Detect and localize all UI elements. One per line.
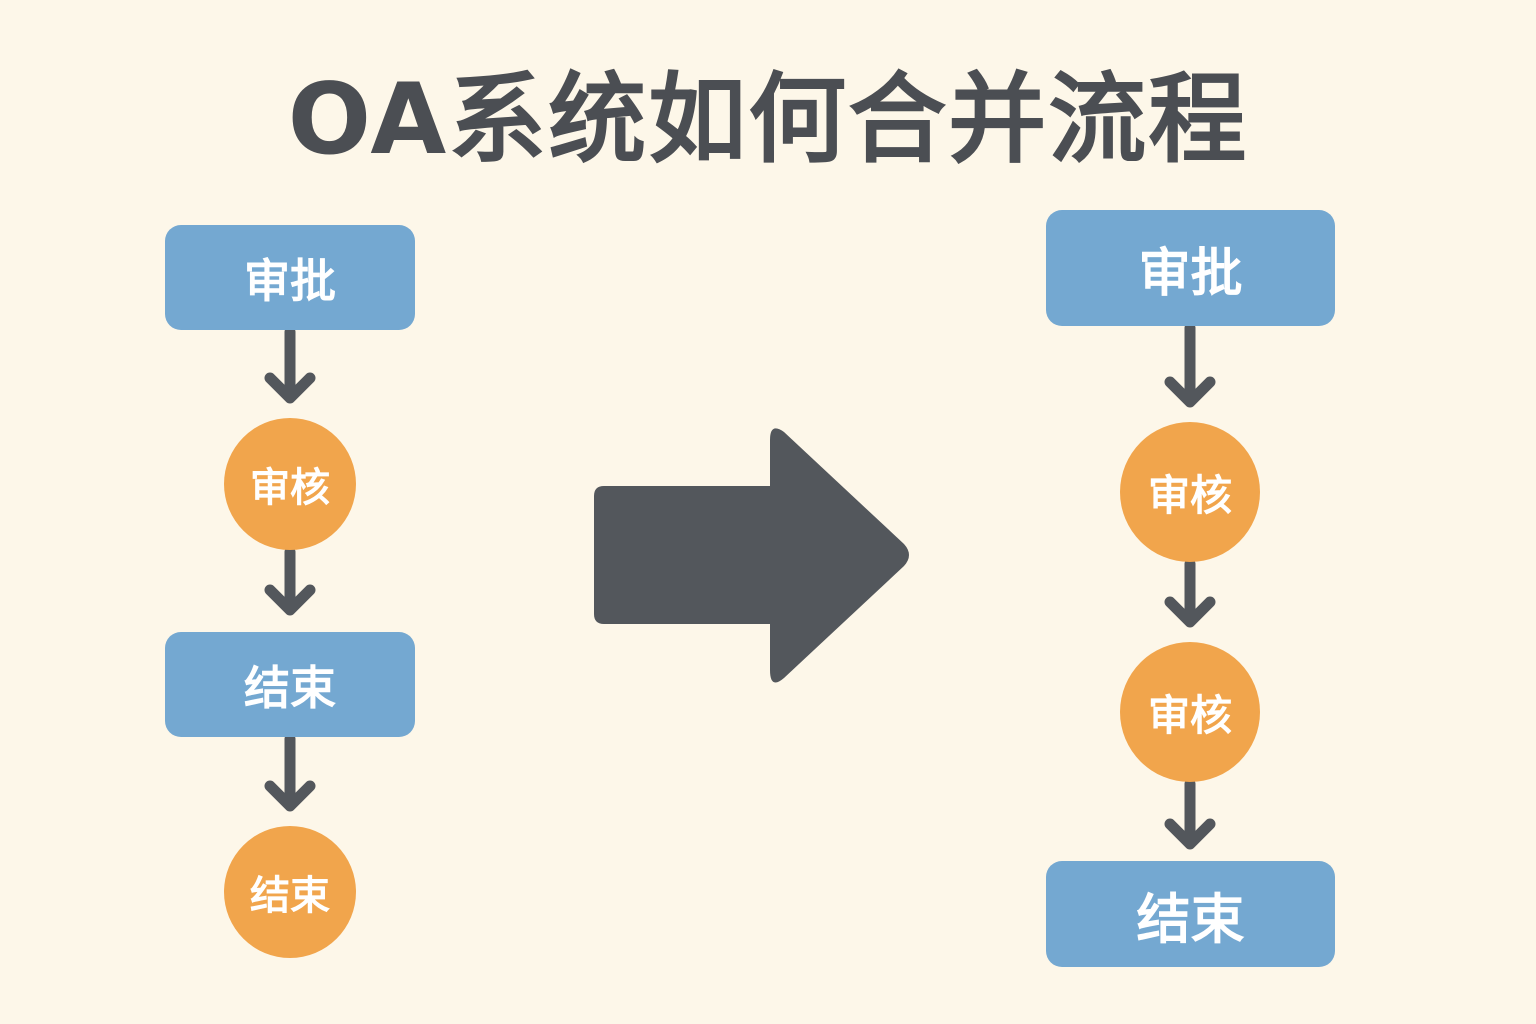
big-right-arrow-icon <box>594 428 909 683</box>
arrow-down-icon <box>1164 778 1216 850</box>
before-node-review: 审核 <box>224 418 356 550</box>
before-node-approve: 审批 <box>165 225 415 330</box>
arrow-down-icon <box>264 546 316 616</box>
arrow-down-icon <box>264 326 316 404</box>
after-node-end: 结束 <box>1046 861 1335 967</box>
after-node-approve: 审批 <box>1046 210 1335 326</box>
arrow-down-icon <box>1164 558 1216 628</box>
after-node-review-1: 审核 <box>1120 422 1260 562</box>
before-node-end-circle: 结束 <box>224 826 356 958</box>
before-node-end-box: 结束 <box>165 632 415 737</box>
page-title: OA系统如何合并流程 <box>287 63 1249 177</box>
arrow-down-icon <box>264 733 316 812</box>
after-node-review-2: 审核 <box>1120 642 1260 782</box>
arrow-down-icon <box>1164 322 1216 408</box>
